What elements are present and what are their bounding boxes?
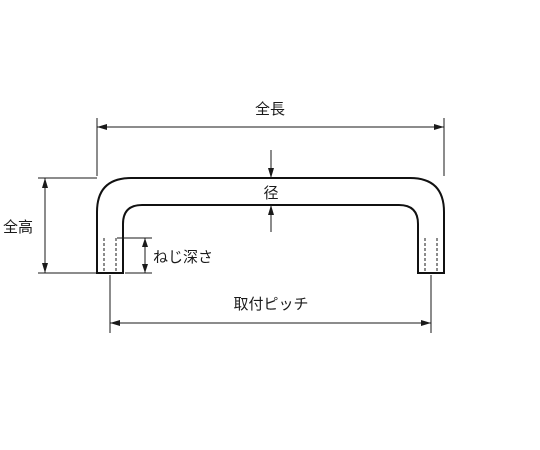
right-thread-hole [424,238,438,273]
diameter-dimension [268,150,274,232]
overall-height-dimension [38,177,97,274]
overall-height-label: 全高 [3,218,33,236]
overall-length-label: 全長 [255,100,285,118]
thread-depth-label: ねじ深さ [153,248,213,266]
mounting-pitch-label: 取付ピッチ [233,295,308,313]
diameter-label: 径 [263,184,278,202]
left-thread-hole [103,238,117,273]
overall-length-dimension [96,118,445,176]
mounting-pitch-dimension [109,275,432,333]
thread-depth-dimension [117,237,152,274]
